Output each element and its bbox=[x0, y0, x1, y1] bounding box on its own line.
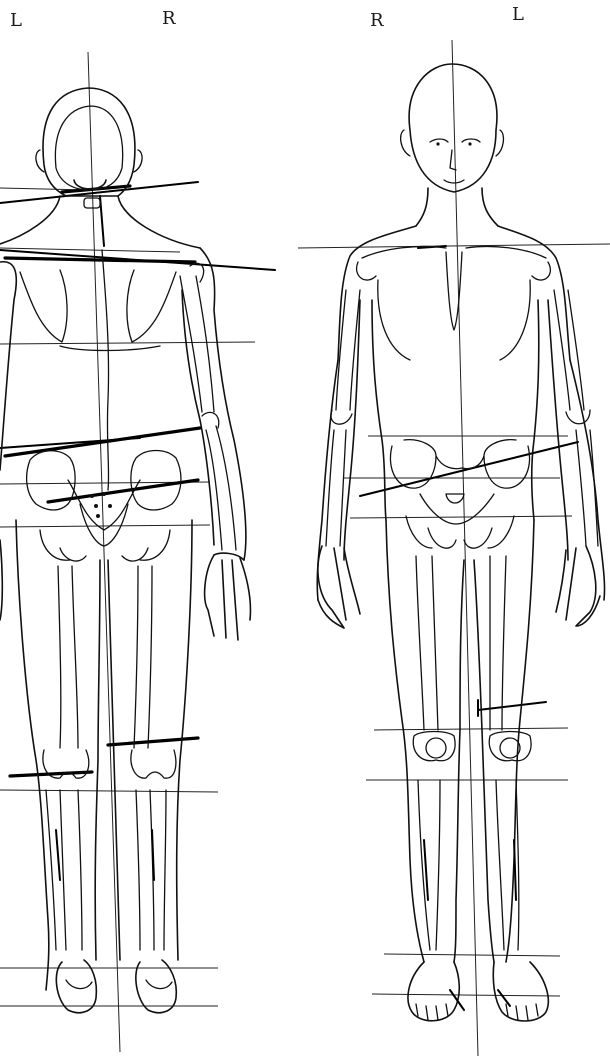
front-asymmetry-marks bbox=[360, 246, 578, 716]
posterior-view-figure bbox=[0, 52, 275, 1052]
back-plumb-line bbox=[88, 52, 120, 1052]
back-asymmetry-marks bbox=[0, 182, 275, 776]
anterior-view-figure bbox=[298, 40, 610, 1056]
